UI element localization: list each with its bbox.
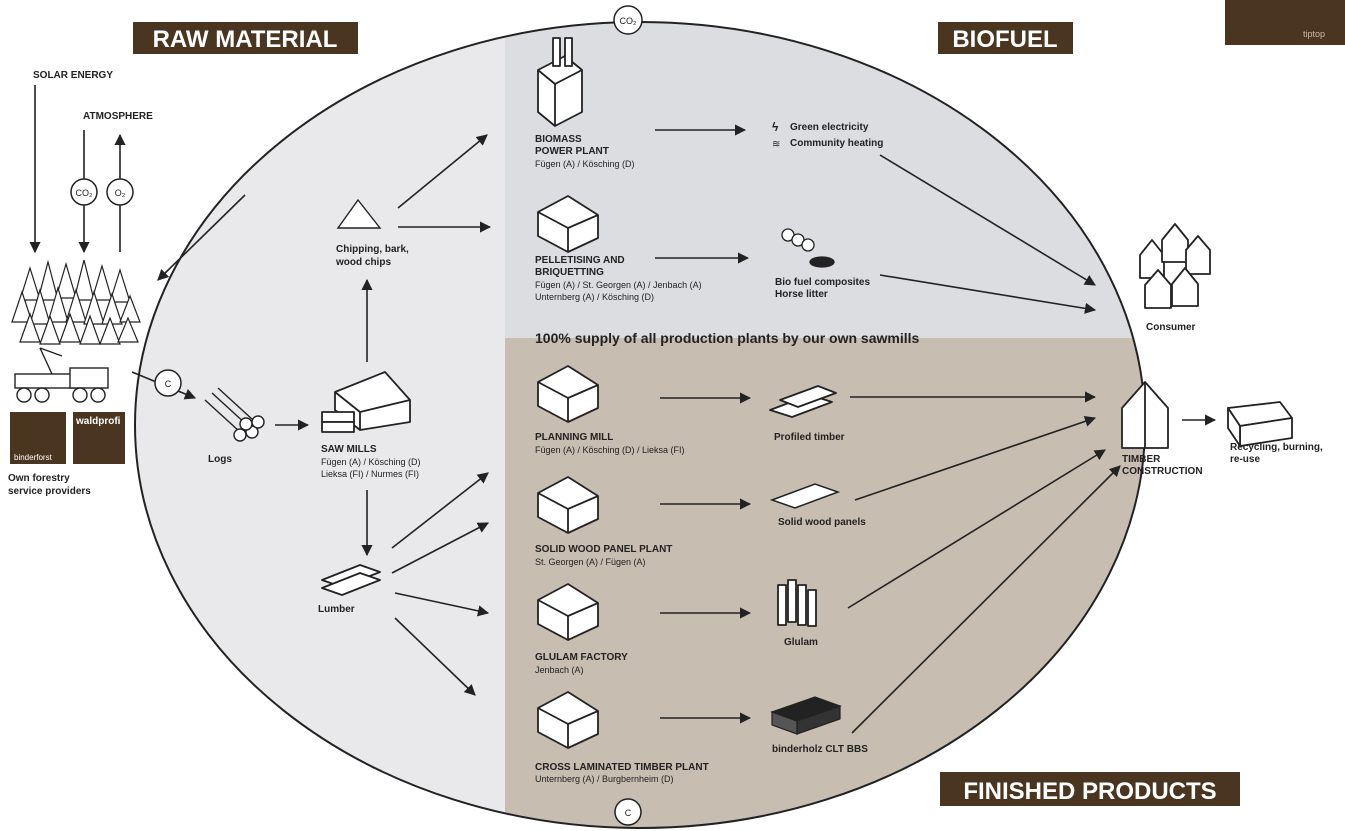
raw-material-region <box>135 22 510 828</box>
sawmills-line1: Fügen (A) / Kösching (D) <box>321 457 421 467</box>
binderforst-logo <box>10 412 66 464</box>
c-label-bottom: C <box>625 808 632 818</box>
recycling-line2: re-use <box>1230 454 1260 465</box>
chips-to-biomass-arrow <box>397 134 488 209</box>
co2-circle <box>70 178 98 206</box>
o2-circle <box>106 178 134 206</box>
lumber-to-solidwood-arrow <box>391 522 489 574</box>
panels-to-construction-arrow <box>854 415 1097 501</box>
lumber-to-clt-arrow <box>394 617 476 696</box>
heat-icon: ≋ <box>772 139 780 150</box>
biofuel-label-bg <box>938 22 1073 54</box>
pellet-line2: Unternberg (A) / Kösching (D) <box>535 292 654 302</box>
finished-products-label-bg <box>940 772 1240 806</box>
waldprofi-logo-text: waldprofi <box>75 416 121 427</box>
recycling-line1: Recycling, burning, <box>1230 442 1323 453</box>
c-circle-bottom <box>614 798 642 826</box>
chipping-line1: Chipping, bark, <box>336 244 409 255</box>
c-circle-left <box>154 369 182 397</box>
timber-construction-line2: CONSTRUCTION <box>1122 466 1203 477</box>
clt-to-construction-arrow <box>851 465 1121 734</box>
profiled-label: Profiled timber <box>774 432 845 443</box>
logs-label: Logs <box>208 454 232 465</box>
timber-construction-icon <box>1121 381 1169 449</box>
lumber-to-planing-arrow <box>391 472 489 549</box>
solidwood-title: SOLID WOOD PANEL PLANT <box>535 544 672 555</box>
sawmill-icon <box>321 371 411 433</box>
green-electricity-label: Green electricity <box>790 122 869 133</box>
lumber-to-glulam-arrow <box>394 592 490 617</box>
clt-plant-line1: Unternberg (A) / Burgbernheim (D) <box>535 774 674 784</box>
solid-panels-label: Solid wood panels <box>778 517 866 528</box>
waldprofi-logo <box>73 412 125 464</box>
consumer-houses-icon <box>1139 223 1211 309</box>
co2-label-top: CO₂ <box>620 16 638 26</box>
atmosphere-label: ATMOSPHERE <box>83 111 153 122</box>
glulam-label: Glulam <box>784 637 818 648</box>
timber-construction-line1: TIMBER <box>1122 454 1161 465</box>
binderforst-logo-text: binderforst <box>14 453 53 462</box>
co2-circle-top <box>613 5 643 35</box>
planing-title: PLANNING MILL <box>535 432 613 443</box>
clt-label: binderholz CLT BBS <box>772 744 868 755</box>
wood-chips-icon <box>336 198 382 229</box>
finished-products-region <box>505 338 1145 828</box>
logs-icon <box>204 387 265 442</box>
forestry-label-2: service providers <box>8 486 91 497</box>
clt-plant-icon <box>537 691 599 749</box>
planing-line1: Fügen (A) / Kösching (D) / Lieksa (FI) <box>535 445 685 455</box>
biofuel-line1: Bio fuel composites <box>775 277 870 288</box>
pellet-title1: PELLETISING AND <box>535 255 625 266</box>
lightning-icon: ϟ <box>772 120 779 134</box>
harvester-icon <box>14 347 109 403</box>
glulam-factory-icon <box>537 583 599 641</box>
biomass-title1: BIOMASS <box>535 134 582 145</box>
o2-circle-label: O₂ <box>115 188 126 198</box>
corner-tag: tiptop <box>1303 29 1325 39</box>
corner-tag-bg <box>1225 0 1345 45</box>
lumber-label: Lumber <box>318 604 355 615</box>
planing-mill-icon <box>537 365 599 423</box>
biomass-plant-icon <box>537 37 583 127</box>
lumber-icon <box>321 564 381 596</box>
sawmills-line2: Lieksa (FI) / Nurmes (FI) <box>321 469 419 479</box>
forestry-label-1: Own forestry <box>8 473 70 484</box>
profiled-timber-icon <box>769 385 837 418</box>
raw-material-label: RAW MATERIAL <box>153 26 338 53</box>
recycling-container-icon <box>1227 401 1293 447</box>
consumer-label: Consumer <box>1146 322 1196 333</box>
glulam-factory-line1: Jenbach (A) <box>535 665 584 675</box>
pellet-title2: BRIQUETTING <box>535 267 604 278</box>
raw-material-label-bg <box>133 22 358 54</box>
community-heating-label: Community heating <box>790 138 883 149</box>
biomass-title2: POWER PLANT <box>535 146 609 157</box>
solar-energy-label: SOLAR ENERGY <box>33 70 113 81</box>
biofuel-label: BIOFUEL <box>952 26 1057 53</box>
energy-to-consumer-arrow <box>879 154 1096 286</box>
co2-circle-label: CO₂ <box>76 188 94 198</box>
sawmills-title: SAW MILLS <box>321 444 377 455</box>
finished-products-label: FINISHED PRODUCTS <box>963 778 1216 805</box>
biofuel-to-consumer-arrow <box>879 274 1097 314</box>
chipping-line2: wood chips <box>335 257 391 268</box>
c-label-left: C <box>165 379 172 389</box>
supply-note: 100% supply of all production plants by … <box>535 330 919 346</box>
biomass-line1: Fügen (A) / Kösching (D) <box>535 159 635 169</box>
cycle-to-forest-arrow <box>157 194 246 281</box>
glulam-to-construction-arrow <box>847 449 1106 609</box>
pellet-plant-icon <box>537 195 599 253</box>
solid-panels-icon <box>769 483 841 509</box>
biofuel-region <box>505 22 1145 338</box>
pellet-line1: Fügen (A) / St. Georgen (A) / Jenbach (A… <box>535 280 702 290</box>
biofuel-line2: Horse litter <box>775 289 828 300</box>
solidwood-plant-icon <box>537 476 599 534</box>
biofuel-icon <box>781 228 835 268</box>
clt-icon <box>770 696 842 735</box>
clt-plant-title: CROSS LAMINATED TIMBER PLANT <box>535 762 709 773</box>
forest-icon <box>11 259 141 345</box>
glulam-icon <box>777 579 817 627</box>
glulam-factory-title: GLULAM FACTORY <box>535 652 628 663</box>
solidwood-line1: St. Georgen (A) / Fügen (A) <box>535 557 646 567</box>
